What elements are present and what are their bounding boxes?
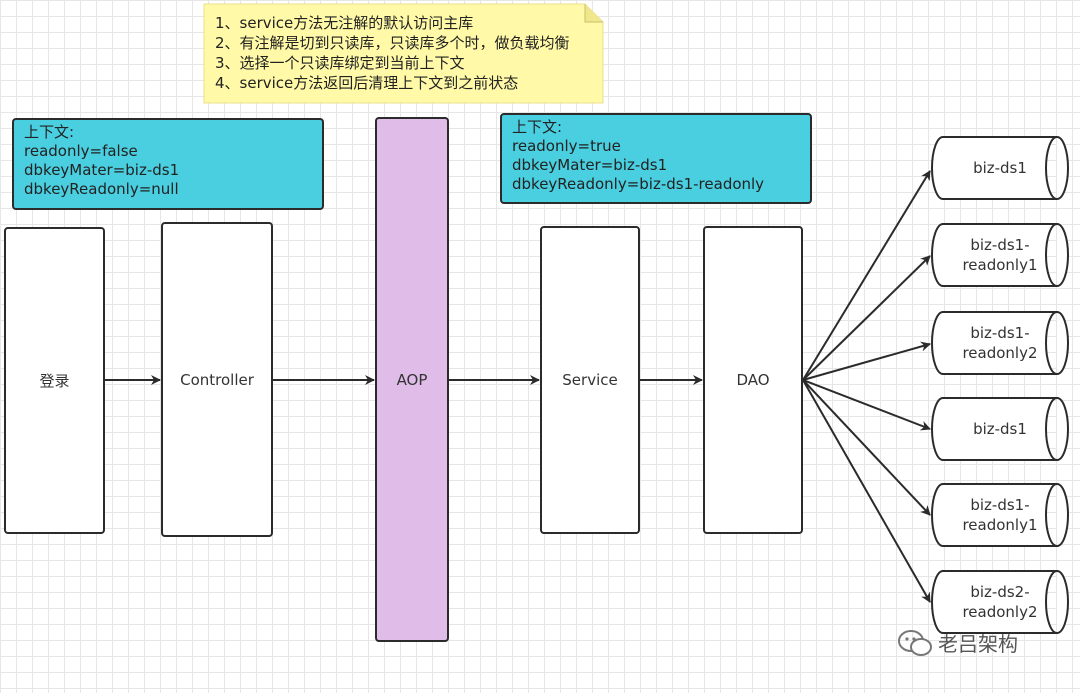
note: 1、service方法无注解的默认访问主库 2、有注解是切到只读库，只读库多个时… — [203, 3, 604, 104]
wechat-icon — [898, 629, 932, 656]
note-line: 1、service方法无注解的默认访问主库 — [215, 14, 474, 32]
watermark: 老吕架构 — [898, 628, 1018, 657]
database-label: biz-ds1 — [973, 420, 1027, 438]
node-service[interactable]: Service — [540, 226, 640, 534]
database-cylinder[interactable]: biz-ds1 — [931, 397, 1069, 461]
database-shape — [931, 311, 1069, 375]
database-shape — [931, 223, 1069, 287]
database-shape — [931, 397, 1069, 461]
database-label: biz-ds1-readonly1 — [962, 236, 1038, 274]
database-cylinder[interactable]: biz-ds1 — [931, 136, 1069, 200]
arrow-dao-db-6 — [802, 379, 931, 603]
context-box-right: 上下文: readonly=true dbkeyMater=biz-ds1 db… — [500, 113, 812, 204]
node-controller[interactable]: Controller — [161, 222, 273, 537]
node-label: DAO — [736, 371, 770, 389]
database-shape — [931, 136, 1069, 200]
node-aop[interactable]: AOP — [375, 117, 449, 642]
watermark-text: 老吕架构 — [938, 632, 1018, 656]
database-label: biz-ds1-readonly2 — [962, 324, 1038, 362]
context-line: readonly=false — [24, 142, 138, 160]
database-cylinder[interactable]: biz-ds1-readonly1 — [931, 483, 1069, 547]
database-cylinder[interactable]: biz-ds2-readonly2 — [931, 570, 1069, 634]
arrow-dao-db-4 — [802, 379, 931, 431]
note-text: 1、service方法无注解的默认访问主库 2、有注解是切到只读库，只读库多个时… — [215, 13, 570, 93]
context-line: dbkeyMater=biz-ds1 — [24, 161, 180, 179]
context-line: dbkeyReadonly=null — [24, 180, 179, 198]
database-cylinder[interactable]: biz-ds1-readonly1 — [931, 223, 1069, 287]
context-line: dbkeyReadonly=biz-ds1-readonly — [512, 175, 765, 193]
note-line: 3、选择一个只读库绑定到当前上下文 — [215, 54, 465, 72]
context-line: dbkeyMater=biz-ds1 — [512, 156, 668, 174]
node-label: 登录 — [39, 372, 70, 390]
note-shape — [203, 3, 604, 104]
arrow-dao-db-1 — [802, 170, 931, 381]
arrow-dao-db-3 — [802, 341, 931, 381]
node-dao[interactable]: DAO — [703, 226, 803, 534]
database-shape — [931, 570, 1069, 634]
node-label: AOP — [396, 370, 428, 389]
database-cylinder[interactable]: biz-ds1-readonly2 — [931, 311, 1069, 375]
database-label: biz-ds1 — [973, 159, 1027, 177]
arrow-dao-db-2 — [802, 255, 931, 381]
node-login[interactable]: 登录 — [4, 227, 105, 534]
context-box-left: 上下文: readonly=false dbkeyMater=biz-ds1 d… — [12, 118, 324, 210]
note-line: 2、有注解是切到只读库，只读库多个时，做负载均衡 — [215, 34, 570, 52]
node-label: Service — [562, 371, 618, 389]
database-shape — [931, 483, 1069, 547]
context-title: 上下文: — [512, 118, 563, 136]
context-title: 上下文: — [24, 123, 75, 141]
database-label: biz-ds2-readonly2 — [962, 583, 1038, 621]
arrow-dao-db-5 — [802, 379, 931, 516]
context-line: readonly=true — [512, 137, 621, 155]
note-line: 4、service方法返回后清理上下文到之前状态 — [215, 74, 519, 92]
node-label: Controller — [180, 370, 254, 389]
database-label: biz-ds1-readonly1 — [962, 496, 1038, 534]
